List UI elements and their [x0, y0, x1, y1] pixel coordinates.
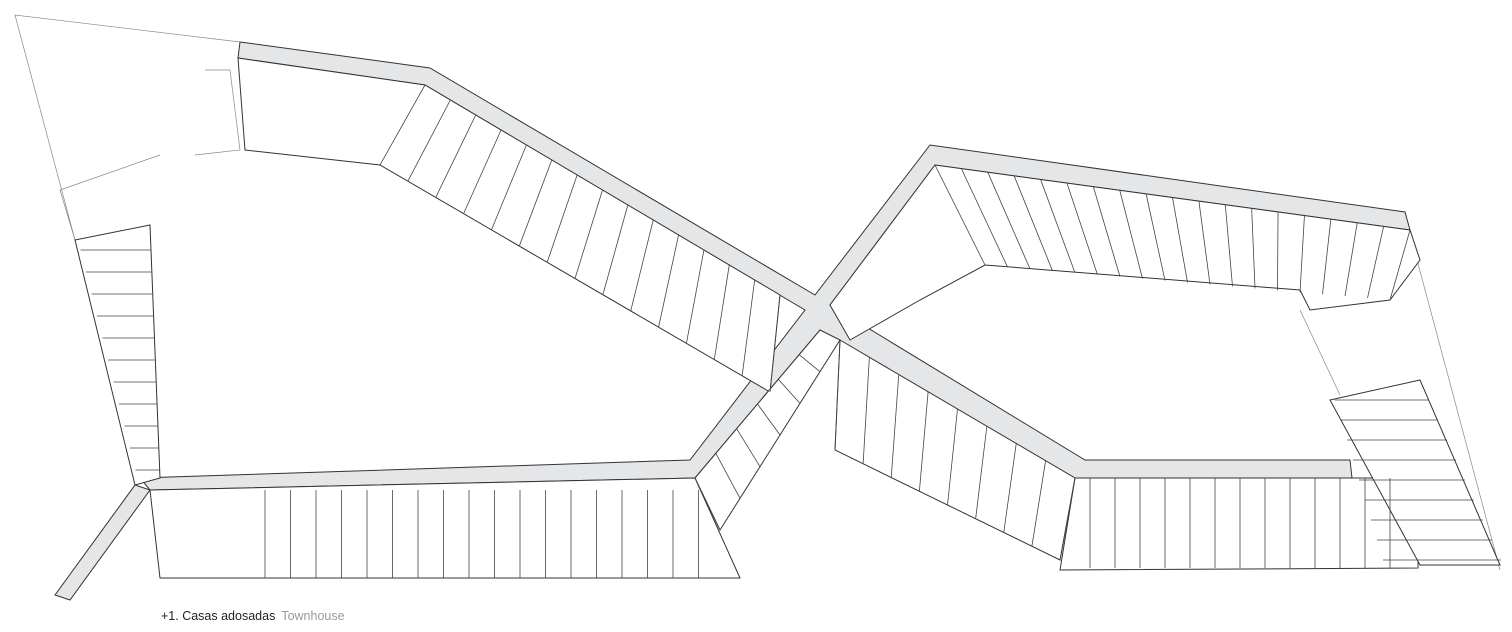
unit-wall	[713, 264, 730, 360]
unit-wall	[463, 129, 502, 214]
unit-block-0	[237, 57, 781, 393]
unit-wall	[574, 189, 603, 279]
ramp	[54, 484, 151, 601]
unit-block-4	[829, 164, 1421, 341]
unit-wall	[1003, 443, 1017, 533]
unit-block-1	[74, 224, 161, 486]
unit-wall	[736, 428, 761, 467]
unit-wall	[757, 403, 781, 436]
unit-wall	[1389, 229, 1411, 301]
unit-wall	[1251, 208, 1256, 289]
unit-wall	[1066, 182, 1098, 275]
unit-wall	[741, 279, 756, 376]
unit-wall	[694, 477, 721, 531]
site-boundary	[14, 14, 1501, 571]
unit-wall	[379, 84, 426, 166]
unit-wall	[1277, 211, 1279, 291]
unit-wall	[798, 354, 821, 372]
unit-wall	[1224, 204, 1233, 287]
unit-wall	[834, 339, 841, 451]
unit-dividers	[80, 84, 1501, 578]
unit-wall	[1367, 226, 1385, 299]
unit-wall	[1322, 219, 1332, 295]
unit-blocks	[74, 57, 1501, 579]
unit-wall	[658, 234, 679, 328]
unit-wall	[918, 391, 929, 492]
caption-level-label: +1. Casas adosadas	[161, 609, 276, 623]
caption-english-label: Townhouse	[281, 609, 345, 623]
unit-wall	[518, 159, 553, 247]
unit-wall	[1344, 222, 1358, 297]
unit-wall	[819, 329, 841, 341]
unit-wall	[1092, 186, 1121, 277]
unit-block-2	[149, 477, 741, 579]
unit-wall	[769, 294, 781, 393]
unit-wall	[602, 204, 629, 295]
unit-wall	[435, 114, 477, 198]
unit-wall	[630, 219, 654, 312]
unit-wall	[778, 379, 801, 404]
unit-wall	[934, 164, 986, 266]
unit-wall	[947, 408, 958, 506]
unit-wall	[862, 357, 870, 464]
unit-wall	[1172, 197, 1188, 283]
unit-wall	[975, 426, 988, 519]
unit-wall	[961, 168, 1008, 268]
unit-wall	[987, 172, 1031, 270]
unit-wall	[1040, 179, 1076, 273]
plan-caption: +1. Casas adosadas Townhouse	[161, 609, 345, 623]
unit-wall	[715, 453, 741, 499]
unit-wall	[1013, 175, 1053, 271]
unit-wall	[1031, 460, 1047, 547]
unit-wall	[1059, 477, 1076, 561]
unit-wall	[890, 374, 900, 478]
unit-wall	[1299, 215, 1305, 293]
unit-wall	[686, 249, 705, 344]
unit-wall	[1119, 190, 1143, 279]
unit-wall	[1198, 201, 1211, 285]
unit-wall	[546, 174, 578, 263]
unit-wall	[491, 144, 527, 231]
unit-wall	[1145, 193, 1166, 281]
unit-wall	[407, 99, 451, 182]
